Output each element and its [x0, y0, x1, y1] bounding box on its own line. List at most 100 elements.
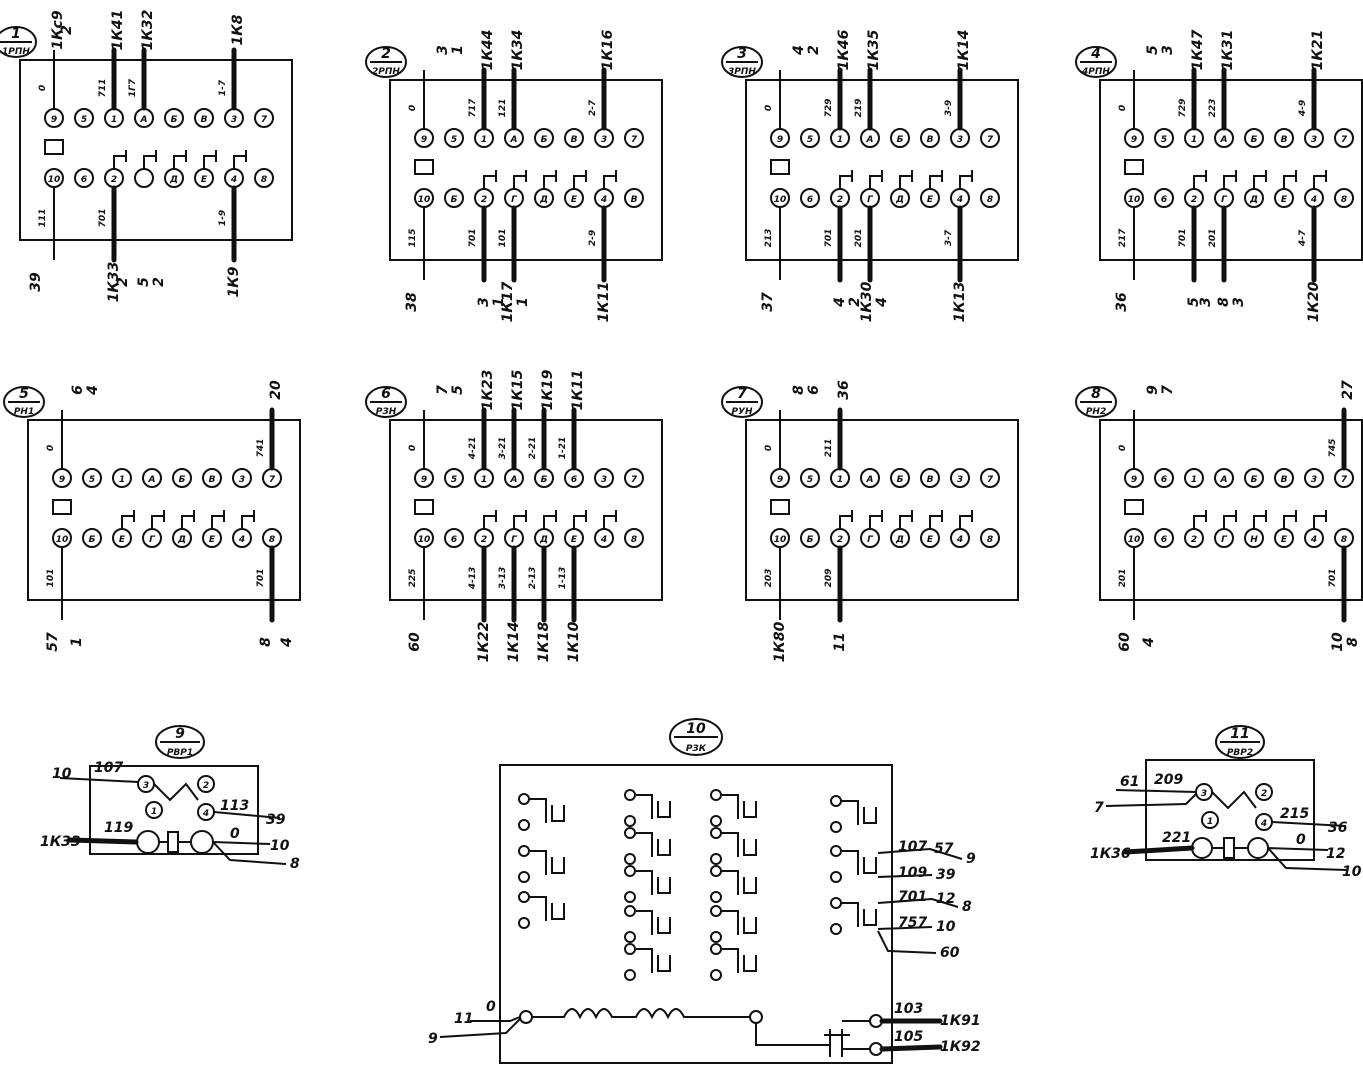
- relay-10-contact-terminal: [624, 853, 636, 865]
- relay-4-bottom-external-label: 3: [1231, 297, 1247, 307]
- svg-text:119: 119: [104, 820, 133, 836]
- relay-3-coil: [770, 159, 790, 175]
- relay-3-bottom-terminal: [890, 188, 910, 208]
- relay-1-bottom-external-label: 1К9: [226, 266, 242, 297]
- svg-text:209: 209: [1154, 772, 1183, 788]
- relay-5-bottom-terminal-label: Б: [89, 535, 96, 545]
- relay-2-bottom-terminal-label: Д: [539, 195, 548, 205]
- relay-6-bottom-external-label: 1К22: [476, 622, 492, 663]
- relay-4-top-terminal-label: 5: [1161, 135, 1167, 145]
- relay-8-bottom-terminal: [1274, 528, 1294, 548]
- relay-8-coil: [1124, 499, 1144, 515]
- relay-4-top-terminal-label: А: [1220, 135, 1228, 145]
- relay-10-contact-terminal: [710, 789, 722, 801]
- relay-4-top-external-label: 1К31: [1220, 30, 1236, 71]
- relay-8-top-terminal-label: 1: [1191, 475, 1197, 485]
- relay-4-bottom-terminal: [1334, 188, 1354, 208]
- svg-text:11: 11: [1230, 726, 1249, 742]
- relay-5-coil: [52, 499, 72, 515]
- relay-6-top-terminal-label: 5: [451, 475, 457, 485]
- relay-3-bottom-external-label: 4: [874, 297, 890, 308]
- relay-8-bottom-terminal-label: 2: [1191, 535, 1197, 545]
- relay-2-top-wire-label: 717: [468, 98, 478, 118]
- relay-2-top-external-label: 3: [435, 45, 451, 55]
- relay-7-top-terminal: [860, 468, 880, 488]
- relay-6-top-external-label: 1К11: [570, 370, 586, 411]
- relay-4-top-wire-label: 4-9: [1298, 100, 1308, 117]
- svg-text:1: 1: [151, 807, 157, 817]
- svg-text:11: 11: [454, 1011, 473, 1027]
- relay-3-top-terminal-label: Б: [897, 135, 904, 145]
- relay-7-top-terminal: [770, 468, 790, 488]
- relay-6-top-terminal-label: 7: [631, 475, 638, 485]
- relay-2-bottom-terminal-label: В: [631, 195, 638, 205]
- relay-3-contact: [929, 170, 943, 188]
- relay-10-contact-terminal: [710, 815, 722, 827]
- relay-8-contact: [1313, 510, 1327, 528]
- relay-3-top-external-label: 1К46: [836, 29, 852, 70]
- relay-3-top-terminal-label: 1: [837, 135, 843, 145]
- relay-1-bottom-terminal-label: 8: [261, 175, 267, 185]
- relay-8-bottom-terminal-label: Е: [1281, 535, 1288, 545]
- relay-2-top-terminal-label: 1: [481, 135, 487, 145]
- relay-2-contact: [543, 170, 557, 188]
- relay-4-contact: [1313, 170, 1327, 188]
- relay-7-contact: [899, 510, 913, 528]
- relay-5-id-circle: [3, 386, 45, 418]
- relay-1-bottom-wire-label: 701: [98, 209, 108, 228]
- relay-1-code: 1РПН: [2, 47, 30, 57]
- relay-2-contact: [513, 170, 527, 188]
- relay-5-frame: [27, 419, 301, 601]
- relay-10-contact-terminal: [710, 827, 722, 839]
- relay-6-top-external-label: 1К19: [540, 369, 556, 410]
- relay-2-bottom-terminal-label: 10: [418, 195, 431, 205]
- relay-6-top-terminal: [414, 468, 434, 488]
- relay-2-bottom-external-label: 1К17: [500, 281, 516, 322]
- relay-5-top-terminal: [82, 468, 102, 488]
- svg-text:109: 109: [898, 865, 927, 881]
- relay-4-top-external-label: 5: [1145, 45, 1161, 55]
- relay-8-top-terminal: [1304, 468, 1324, 488]
- relay-6-bottom-external-label: 1К10: [566, 621, 582, 662]
- relay-5-top-terminal-label: Б: [179, 475, 186, 485]
- relay-10-contact-terminal: [518, 819, 530, 831]
- relay-10-contact-symbol: [636, 948, 671, 973]
- svg-text:3: 3: [143, 781, 149, 791]
- relay-6-bottom-external-label: 60: [407, 632, 423, 652]
- relay-5-bottom-terminal: [202, 528, 222, 548]
- relay-10-contact-terminal: [710, 853, 722, 865]
- relay-2-top-terminal: [534, 128, 554, 148]
- relay-1-number: 1: [11, 26, 21, 42]
- relay-1-bottom-terminal: [254, 168, 274, 188]
- relay-2-id-circle: [365, 46, 407, 78]
- relay-6-contact: [513, 510, 527, 528]
- relay-8-bottom-external-label: 4: [1141, 637, 1157, 648]
- relay-6-top-external-label: 7: [435, 385, 451, 395]
- svg-text:1: 1: [1207, 817, 1213, 827]
- svg-text:1К36: 1К36: [1090, 846, 1131, 862]
- relay-3-bottom-wire-label: 3-7: [944, 229, 954, 246]
- relay-5-top-terminal-label: 1: [119, 475, 125, 485]
- relay-4-top-terminal-label: Б: [1251, 135, 1258, 145]
- relay-4-top-wire-label: 729: [1178, 99, 1188, 118]
- svg-text:2: 2: [1261, 789, 1267, 799]
- relay-1-bottom-terminal: [74, 168, 94, 188]
- relay-6-top-terminal: [624, 468, 644, 488]
- relay-10-contact-terminal: [710, 891, 722, 903]
- relay-10-contact-terminal: [518, 845, 530, 857]
- relay-8-top-terminal-label: Б: [1251, 475, 1258, 485]
- relay-2-code: 2РПН: [372, 67, 400, 77]
- relay-8-top-terminal-label: 9: [1131, 475, 1137, 485]
- relay-6-bottom-wire-label: 4-13: [468, 567, 478, 591]
- relay-10-coil-terminal-right: [749, 1010, 763, 1024]
- relay-7-contact: [929, 510, 943, 528]
- relay-3-top-terminal-label: 9: [777, 135, 783, 145]
- relay-8-code: РН2: [1086, 407, 1106, 417]
- relay-4-bottom-terminal-label: 4: [1310, 195, 1317, 205]
- relay-7-contact: [839, 510, 853, 528]
- relay-1-top-external-label: 1К41: [110, 10, 126, 51]
- relay-5-bottom-terminal: [82, 528, 102, 548]
- relay-6-contact: [573, 510, 587, 528]
- relay-7-top-terminal-label: 7: [987, 475, 994, 485]
